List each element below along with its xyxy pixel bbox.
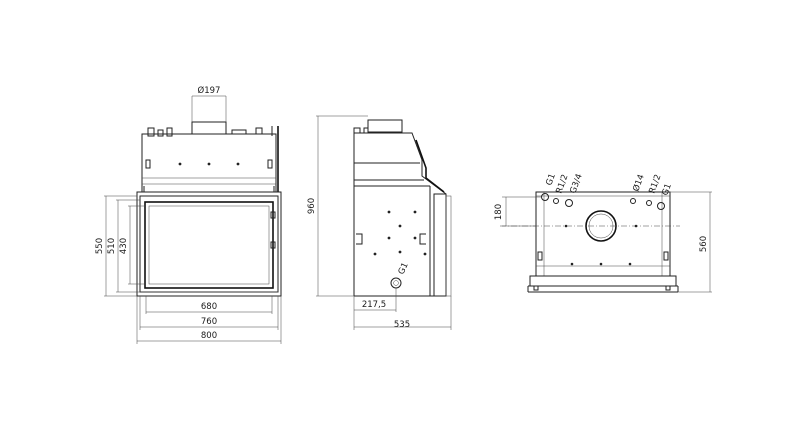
width-800-label: 800 [201, 331, 217, 341]
door-glass-frame [144, 201, 274, 289]
front-outer-frame [136, 191, 282, 297]
height-510-label: 510 [107, 238, 117, 254]
rear-connection-r12-left [553, 198, 559, 204]
front-view: Ø197 550 510 [95, 85, 282, 344]
depth-535-label: 535 [394, 320, 410, 330]
rear-label-1: G1 [544, 172, 558, 187]
flue-collar [191, 121, 227, 135]
side-connection-fitting [390, 277, 402, 289]
flue-diameter-label: Ø197 [198, 85, 221, 96]
height-430-label: 430 [119, 238, 129, 254]
rear-body [535, 191, 671, 277]
rear-connection-r12-right [646, 200, 652, 206]
width-680-label: 680 [201, 302, 217, 312]
rear-connection-g1-left [541, 193, 549, 201]
width-760-label: 760 [201, 317, 217, 327]
rear-label-6: G1 [660, 182, 674, 197]
rear-connection-g34 [565, 199, 573, 207]
height-560-label: 560 [699, 236, 709, 252]
side-view: G1 960 217,5 535 [307, 115, 452, 330]
base-plate [529, 275, 677, 287]
rear-view: G1 R1/2 G3/4 Ø14 R1/2 G1 180 560 [494, 172, 712, 293]
height-180-label: 180 [494, 204, 504, 220]
rear-connection-g1-right [657, 202, 665, 210]
rear-connection-d14 [630, 198, 636, 204]
side-g1-label: G1 [397, 261, 411, 276]
side-flue-collar [367, 119, 403, 133]
offset-217-label: 217,5 [362, 300, 386, 310]
height-550-label: 550 [95, 238, 105, 254]
rear-label-4: Ø14 [630, 173, 646, 193]
height-960-label: 960 [307, 198, 317, 214]
